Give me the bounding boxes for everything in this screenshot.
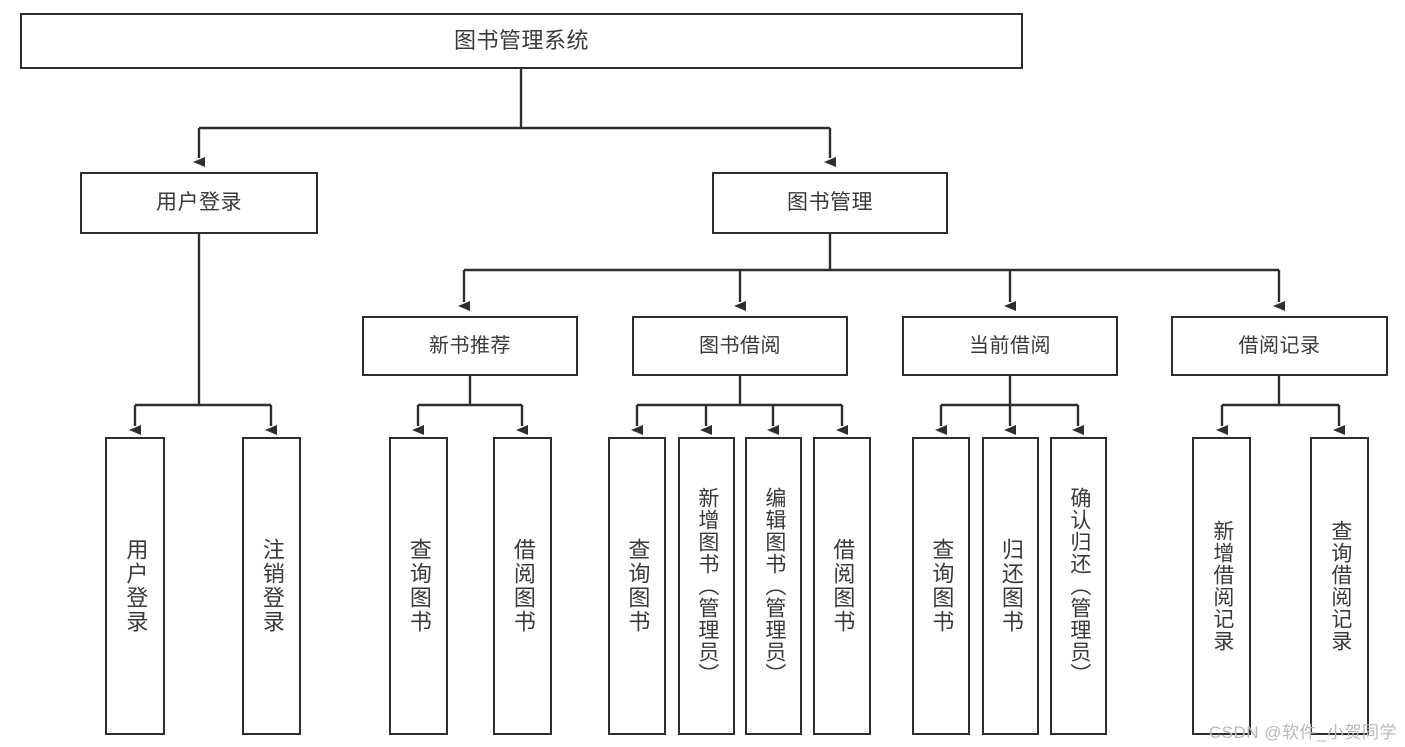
leaf-label: 注销登录 [259, 538, 285, 634]
leaf-recommend-query-book[interactable]: 查询图书 [389, 437, 448, 735]
leaf-user-login-logout[interactable]: 注销登录 [242, 437, 301, 735]
leaf-record-query-record[interactable]: 查询借阅记录 [1310, 437, 1369, 735]
leaf-label: 用户登录 [123, 538, 149, 634]
leaf-label: 新增图书（管理员） [695, 487, 719, 685]
node-current-borrow[interactable]: 当前借阅 [902, 316, 1118, 376]
node-book-management[interactable]: 图书管理 [712, 172, 948, 234]
leaf-recommend-borrow-book[interactable]: 借阅图书 [493, 437, 552, 735]
node-book-borrow[interactable]: 图书借阅 [632, 316, 848, 376]
node-user-login[interactable]: 用户登录 [80, 172, 318, 234]
node-new-book-recommend[interactable]: 新书推荐 [362, 316, 578, 376]
leaf-record-add-record[interactable]: 新增借阅记录 [1192, 437, 1251, 735]
leaf-label: 新增借阅记录 [1210, 520, 1234, 652]
leaf-label: 查询借阅记录 [1328, 520, 1352, 652]
leaf-current-query-book[interactable]: 查询图书 [912, 437, 970, 735]
leaf-label: 查询图书 [406, 538, 432, 634]
leaf-current-return-book[interactable]: 归还图书 [982, 437, 1039, 735]
leaf-label: 确认归还（管理员） [1067, 487, 1091, 685]
leaf-borrow-query-book[interactable]: 查询图书 [608, 437, 666, 735]
leaf-label: 借阅图书 [510, 538, 536, 634]
leaf-borrow-add-book-admin[interactable]: 新增图书（管理员） [678, 437, 735, 735]
leaf-label: 查询图书 [625, 538, 651, 634]
leaf-label: 归还图书 [998, 538, 1024, 634]
node-root-system[interactable]: 图书管理系统 [20, 13, 1023, 69]
node-borrow-record[interactable]: 借阅记录 [1171, 316, 1388, 376]
csdn-watermark: CSDN @软件_小贺同学 [1208, 723, 1397, 742]
leaf-borrow-edit-book-admin[interactable]: 编辑图书（管理员） [745, 437, 802, 735]
leaf-user-login-login[interactable]: 用户登录 [105, 437, 165, 735]
leaf-label: 借阅图书 [830, 538, 856, 634]
leaf-label: 编辑图书（管理员） [762, 487, 786, 685]
leaf-borrow-borrow-book[interactable]: 借阅图书 [813, 437, 871, 735]
leaf-current-confirm-return-admin[interactable]: 确认归还（管理员） [1050, 437, 1107, 735]
leaf-label: 查询图书 [929, 538, 955, 634]
